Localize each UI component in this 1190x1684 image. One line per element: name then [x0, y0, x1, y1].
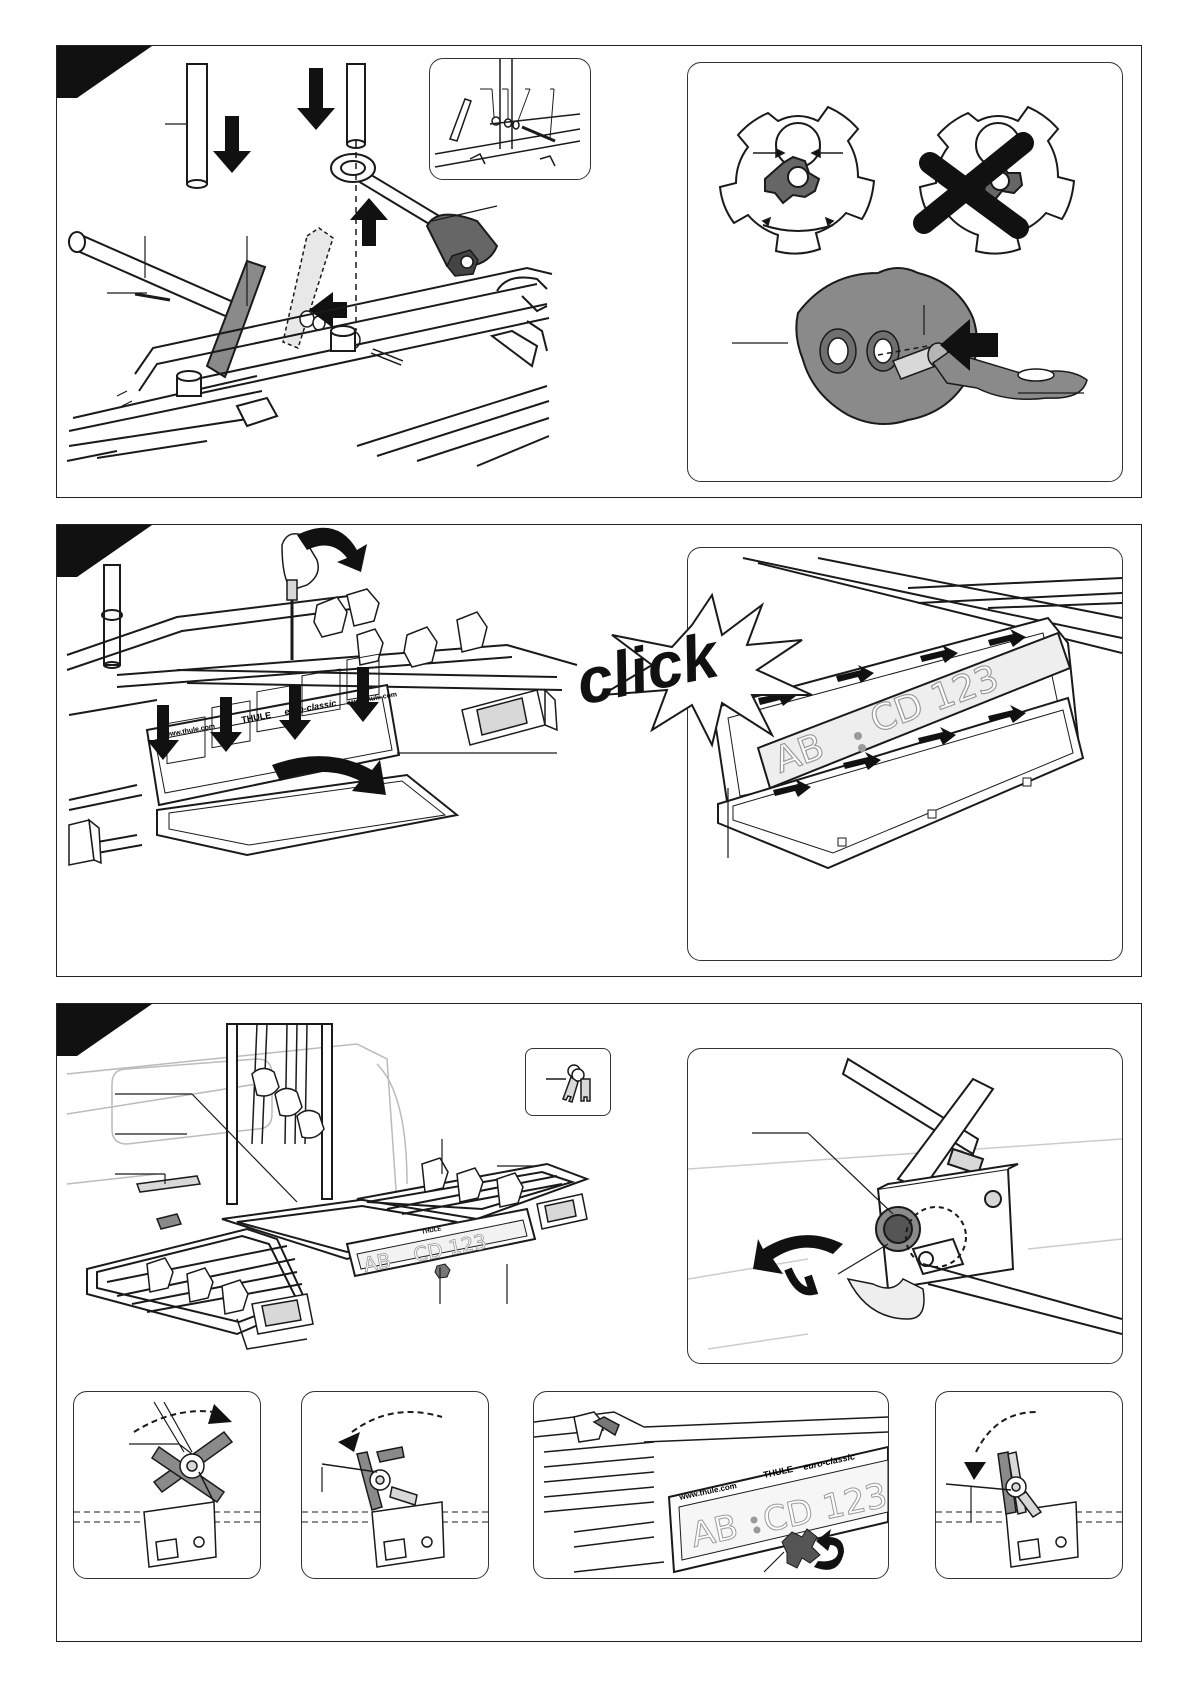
step-panel-3: AB CD 123 THULE — [56, 1003, 1142, 1642]
hitch-detail-inset — [687, 1048, 1123, 1364]
step-panel-2: www.thule.com THULE euro-classic www.thu… — [56, 524, 1142, 977]
arrow-down-icon — [297, 68, 335, 130]
vertical-tube-left — [187, 64, 207, 188]
rotate-arrow-icon — [753, 1235, 843, 1274]
vertical-tube-right — [347, 64, 365, 148]
keys-icon — [546, 1065, 590, 1102]
lever-handle — [137, 1176, 200, 1229]
plate-holder: www.thule.com THULE euro-classic AB CD 1… — [669, 1447, 888, 1572]
arrow-icon — [208, 1404, 232, 1424]
tail-light-right — [537, 1194, 587, 1229]
clamp — [574, 1412, 619, 1442]
lever-step-2-inset — [301, 1391, 489, 1579]
arrow-icon — [338, 1432, 360, 1452]
tail-light-left — [69, 820, 101, 865]
lever-step-1-inset — [73, 1391, 261, 1579]
step-panel-1 — [56, 45, 1142, 498]
plate-text-a: AB — [361, 1248, 392, 1277]
arrow-icon — [964, 1462, 986, 1480]
click-burst-callout: click — [572, 585, 832, 755]
screwdriver — [282, 534, 318, 660]
tail-light-right — [462, 690, 557, 745]
key-inset — [525, 1048, 611, 1116]
lever-step-3-inset — [935, 1391, 1123, 1579]
plate-knob-inset: www.thule.com THULE euro-classic AB CD 1… — [533, 1391, 889, 1579]
hitch-lever — [843, 1059, 993, 1189]
bolt-detail-inset — [429, 58, 591, 180]
knob-correct — [720, 107, 874, 254]
knob-lock-inset — [687, 62, 1123, 482]
plate-holder-illustration: www.thule.com THULE euro-classic www.thu… — [57, 525, 617, 976]
tow-ball — [848, 1279, 924, 1319]
arrow-down-icon — [213, 116, 251, 173]
